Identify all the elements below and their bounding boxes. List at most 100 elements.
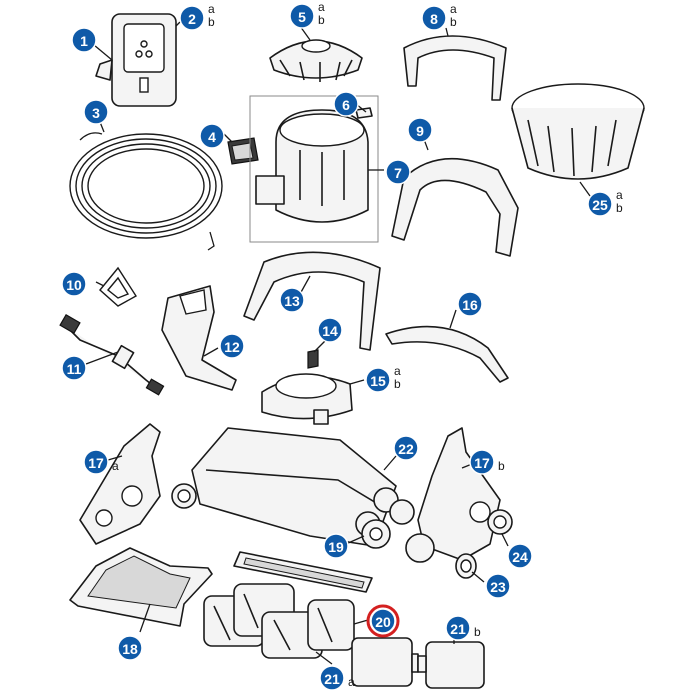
callout-number: 7 — [394, 165, 402, 181]
callout-number: 17 — [88, 455, 104, 471]
callout-number: 18 — [122, 641, 138, 657]
callout-6: 6 — [333, 91, 359, 117]
handle-part — [403, 35, 507, 101]
callout-3: 3 — [83, 99, 109, 125]
callout-badge — [485, 573, 511, 599]
callout-7: 7 — [385, 159, 411, 185]
callout-number: 24 — [512, 549, 528, 565]
callout-number: 23 — [490, 579, 506, 595]
callout-badge — [219, 333, 245, 359]
callout-suffix: b — [208, 15, 215, 29]
roller-part — [351, 637, 485, 689]
callout-suffix: b — [318, 13, 325, 27]
callout-badge — [199, 123, 225, 149]
callout-suffix: a — [348, 675, 355, 689]
callout-number: 15 — [370, 373, 386, 389]
callout-5-ab: 5ab — [289, 0, 325, 29]
callout-10: 10 — [61, 271, 87, 297]
callout-badge — [83, 449, 109, 475]
callout-number: 22 — [398, 441, 414, 457]
callout-number: 5 — [298, 9, 306, 25]
callout-suffix: a — [208, 2, 215, 16]
callout-number: 10 — [66, 277, 82, 293]
callout-badge — [61, 355, 87, 381]
callout-21-a: 21 a — [319, 665, 355, 691]
callout-17-b: 17 b — [469, 449, 505, 475]
callout-badge — [117, 635, 143, 661]
callout-suffix: a — [616, 188, 623, 202]
brushes-part — [203, 583, 355, 659]
rear-cover-part — [385, 325, 509, 383]
callout-21-b: 21 b — [445, 615, 481, 641]
callout-12: 12 — [219, 333, 245, 359]
callout-number: 21 — [450, 621, 466, 637]
callout-number: 13 — [284, 293, 300, 309]
cable-clip-part — [99, 266, 137, 307]
callout-number: 9 — [416, 123, 424, 139]
callout-badge — [421, 5, 447, 31]
callout-number: 25 — [592, 197, 608, 213]
callout-badge — [71, 27, 97, 53]
callout-number: 20 — [375, 614, 391, 630]
brush-bar-part — [233, 551, 373, 593]
swivel-cable-part — [59, 313, 165, 396]
callout-badge — [365, 367, 391, 393]
filter-part — [227, 137, 259, 165]
callout-13: 13 — [279, 287, 305, 313]
top-frame-part — [243, 251, 381, 351]
callout-suffix: b — [498, 459, 505, 473]
callout-number: 21 — [324, 671, 340, 687]
callout-suffix: a — [394, 364, 401, 378]
callout-badge — [469, 449, 495, 475]
callout-24: 24 — [507, 543, 533, 569]
left-side-panel-part — [79, 423, 161, 545]
callout-number: 12 — [224, 339, 240, 355]
chassis-part — [171, 427, 415, 547]
callout-number: 2 — [188, 11, 196, 27]
callout-number: 17 — [474, 455, 490, 471]
callout-badge — [507, 543, 533, 569]
callout-badge — [385, 159, 411, 185]
callout-badge — [407, 117, 433, 143]
top-cap-part — [269, 39, 363, 82]
floating-cable-part — [69, 132, 223, 251]
callout-badge — [317, 317, 343, 343]
callout-badge — [179, 5, 205, 31]
callout-8-ab: 8ab — [421, 2, 457, 31]
callout-number: 14 — [322, 323, 338, 339]
callout-number: 8 — [430, 11, 438, 27]
callout-22: 22 — [393, 435, 419, 461]
drive-wheel-part — [405, 509, 513, 579]
callout-suffix: b — [474, 625, 481, 639]
front-intake-part — [69, 547, 213, 627]
callout-badge — [83, 99, 109, 125]
basket-part — [511, 83, 645, 180]
callout-suffix: b — [450, 15, 457, 29]
track-wheel-part — [361, 519, 391, 549]
callout-badge — [370, 608, 396, 634]
callout-number: 6 — [342, 97, 350, 113]
side-frame-part — [391, 157, 519, 257]
callout-badge — [457, 291, 483, 317]
highlight-ring — [366, 604, 400, 638]
callout-number: 1 — [80, 33, 88, 49]
callout-badge — [289, 3, 315, 29]
callout-suffix: b — [616, 201, 623, 215]
callout-badge — [319, 665, 345, 691]
callout-23: 23 — [485, 573, 511, 599]
callout-25-ab: 25 ab — [587, 188, 623, 217]
callout-20: 20 — [366, 604, 400, 638]
callout-2-ab: 2ab — [179, 2, 215, 31]
callout-19: 19 — [323, 533, 349, 559]
impeller-housing-part — [261, 373, 353, 425]
callout-badge — [323, 533, 349, 559]
callout-number: 4 — [208, 129, 216, 145]
right-side-panel-part — [417, 427, 501, 561]
callout-number: 19 — [328, 539, 344, 555]
callout-number: 16 — [462, 297, 478, 313]
callout-suffix: a — [450, 2, 457, 16]
